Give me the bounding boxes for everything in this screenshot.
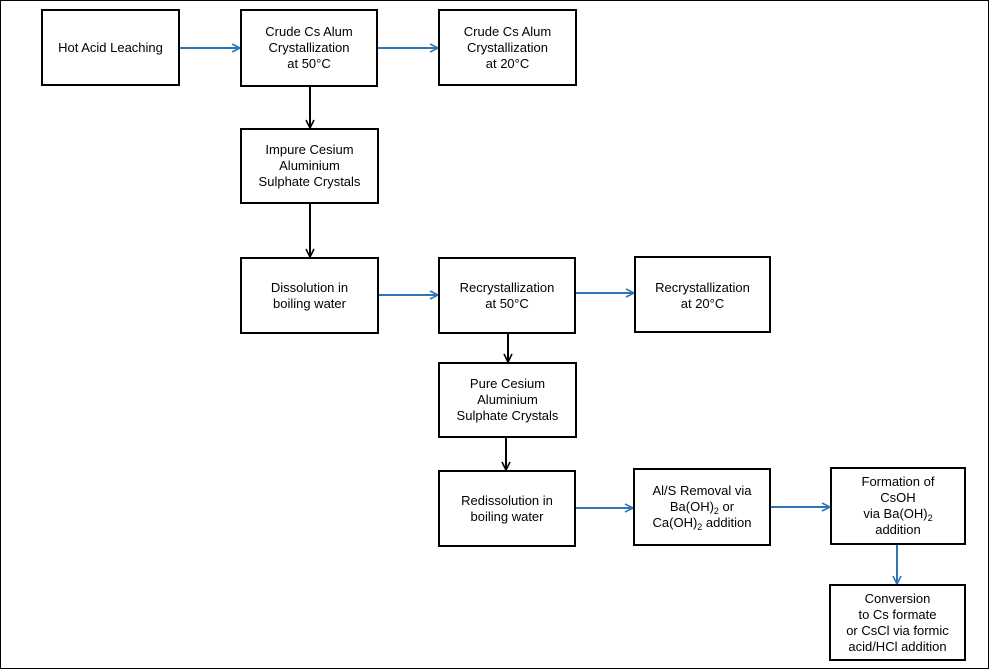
node-text: at 20°C <box>485 55 530 71</box>
node-text: at 50°C <box>287 56 331 71</box>
node-text: Impure Cesium <box>265 142 354 157</box>
node-text: acid/HCl addition <box>848 638 947 654</box>
node-text: Formation of <box>861 474 935 489</box>
node-impure-cesium-crystals: Impure Cesium Aluminium Sulphate Crystal… <box>240 128 379 204</box>
node-text: Crystallization <box>467 39 548 55</box>
node-recrystallization-20c: Recrystallization at 20°C <box>634 256 771 333</box>
node-redissolution-boiling-water: Redissolution in boiling water <box>438 470 576 547</box>
node-text: Conversion <box>864 590 931 606</box>
node-text: Crystallization <box>268 40 350 55</box>
node-text: Ba(OH)2 or <box>669 499 735 516</box>
node-text: Crude Cs Alum <box>265 24 353 39</box>
node-text: CsOH <box>880 490 916 505</box>
node-text: or CsCl via formic <box>846 622 949 638</box>
node-al-s-removal: Al/S Removal via Ba(OH)2 or Ca(OH)2 addi… <box>633 468 771 546</box>
node-text: Sulphate Crystals <box>456 408 559 423</box>
node-text: Recrystallization <box>655 280 750 295</box>
node-hot-acid-leaching: Hot Acid Leaching <box>41 9 180 86</box>
node-conversion-cs-formate: Conversion to Cs formate or CsCl via for… <box>829 584 966 661</box>
node-text: Ca(OH)2 addition <box>652 515 752 532</box>
node-text: at 50°C <box>485 295 529 311</box>
node-text: Redissolution in <box>461 492 553 508</box>
node-text: boiling water <box>272 295 346 311</box>
node-recrystallization-50c: Recrystallization at 50°C <box>438 257 576 334</box>
node-dissolution-boiling-water: Dissolution in boiling water <box>240 257 379 334</box>
node-text: boiling water <box>470 508 544 524</box>
node-text: to Cs formate <box>858 606 937 622</box>
node-text: Al/S Removal via <box>652 483 752 498</box>
node-text: Recrystallization <box>459 279 555 295</box>
node-text: via Ba(OH)2 <box>863 506 933 523</box>
node-pure-cesium-crystals: Pure Cesium Aluminium Sulphate Crystals <box>438 362 577 438</box>
node-text: at 20°C <box>680 296 725 311</box>
node-text: Sulphate Crystals <box>258 174 361 189</box>
node-text: Aluminium <box>279 158 340 173</box>
node-text: Hot Acid Leaching <box>58 39 163 55</box>
node-text: Crude Cs Alum <box>463 23 552 39</box>
node-text: Pure Cesium <box>469 376 546 391</box>
node-crude-crystallization-50c: Crude Cs Alum Crystallization at 50°C <box>240 9 378 87</box>
node-csoh-formation: Formation of CsOH via Ba(OH)2 addition <box>830 467 966 545</box>
node-crude-crystallization-20c: Crude Cs Alum Crystallization at 20°C <box>438 9 577 86</box>
node-text: Dissolution in <box>270 279 349 295</box>
node-text: addition <box>875 522 921 537</box>
node-text: Aluminium <box>477 392 538 407</box>
